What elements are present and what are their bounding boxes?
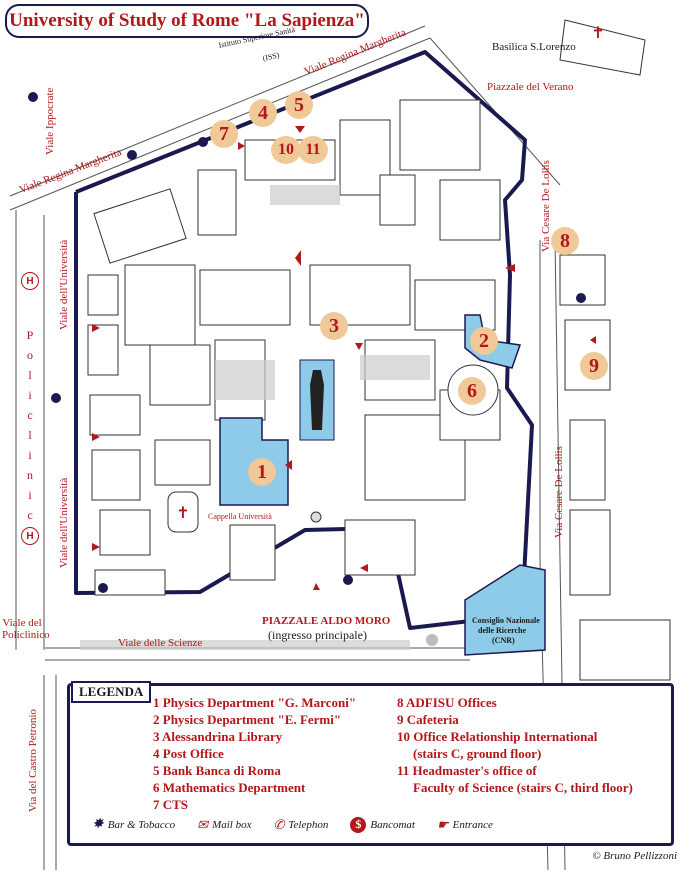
cnr-building: [464, 564, 546, 656]
entrance-label: Entrance: [452, 818, 493, 831]
legend-item-9: 9 Cafeteria: [397, 712, 459, 727]
viale-scienze-label: Viale delle Scienze: [118, 637, 203, 649]
universita-upper-label: Viale dell'Università: [58, 239, 70, 330]
legend-symbols: ✸ Bar & Tobacco ✉ Mail box ✆ Telephon $ …: [92, 816, 493, 833]
legend-right-column: 8 ADFISU Offices 9 Cafeteria 10 Office R…: [397, 694, 633, 796]
basilica-label: Basilica S.Lorenzo: [492, 41, 576, 53]
marker-8[interactable]: 8: [551, 227, 579, 255]
map-title: University of Study of Rome "La Sapienza…: [5, 4, 369, 38]
legend-left-column: 1 Physics Department "G. Marconi" 2 Phys…: [153, 694, 356, 813]
legend-item-1: 1 Physics Department "G. Marconi": [153, 695, 357, 710]
marker-1[interactable]: 1: [248, 458, 276, 486]
legend-item-10: 10 Office Relationship International: [397, 729, 598, 744]
legend-item-3: 3 Alessandrina Library: [153, 729, 283, 744]
legend-title: LEGENDA: [71, 681, 152, 703]
viale-policlinico-label: Viale del Policlinico: [2, 617, 50, 641]
ingresso-label: (ingresso principale): [268, 628, 367, 642]
castro-petronio-label: Via del Castro Petronio: [27, 709, 39, 812]
cesare-lower-label: Via Cesare De Lollis: [553, 446, 565, 538]
legend-item-8: 8 ADFISU Offices: [397, 695, 497, 710]
marker-2[interactable]: 2: [470, 327, 498, 355]
marker-3[interactable]: 3: [320, 312, 348, 340]
cnr-label-2: delle Ricerche: [478, 626, 527, 635]
legend-item-6: 6 Mathematics Department: [153, 780, 306, 795]
piazzale-aldo-moro-label: PIAZZALE ALDO MORO: [262, 615, 391, 627]
marker-11[interactable]: 11: [298, 136, 328, 164]
bar-tobacco-icon: ✸: [92, 817, 104, 832]
piazzale-verano-label: Piazzale del Verano: [487, 81, 574, 93]
legend-item-10-detail: (stairs C, ground floor): [413, 746, 542, 761]
legend-item-5: 5 Bank Banca di Roma: [153, 763, 281, 778]
hospital-icon: H: [21, 272, 39, 290]
svg-text:✝: ✝: [591, 25, 604, 42]
credit: © Bruno Pellizzoni: [592, 850, 677, 862]
marker-6[interactable]: 6: [458, 377, 486, 405]
telephone-icon: ✆: [273, 816, 285, 832]
legend-item-7: 7 CTS: [153, 797, 189, 812]
ippocrate-label: Viale Ippocrate: [44, 87, 56, 155]
mailbox-label: Mail box: [212, 818, 252, 831]
cnr-label-3: (CNR): [492, 636, 515, 645]
marker-9[interactable]: 9: [580, 352, 608, 380]
marker-4[interactable]: 4: [249, 99, 277, 127]
entrance-markers: [92, 126, 596, 590]
legend-item-11-detail: Faculty of Science (stairs C, third floo…: [413, 780, 633, 795]
legend-item-11: 11 Headmaster's office of: [397, 763, 537, 778]
legend-item-4: 4 Post Office: [153, 746, 224, 761]
mailbox-icon: ✉: [197, 816, 209, 832]
marker-5[interactable]: 5: [285, 91, 313, 119]
bancomat-icon: $: [350, 816, 367, 833]
marker-7[interactable]: 7: [210, 120, 238, 148]
cnr-label-1: Consiglio Nazionale: [472, 616, 540, 625]
bancomat-label: Bancomat: [370, 818, 415, 831]
universita-lower-label: Viale dell'Università: [58, 477, 70, 568]
hospital-icon: H: [21, 527, 39, 545]
policlinico-label: Policlinico: [26, 328, 34, 542]
telephone-label: Telephon: [288, 818, 329, 831]
legend-item-2: 2 Physics Department "E. Fermi": [153, 712, 342, 727]
bar-tobacco-markers: [28, 92, 586, 593]
svg-text:✝: ✝: [176, 505, 189, 522]
bar-tobacco-label: Bar & Tobacco: [107, 818, 176, 831]
legend-box: [67, 683, 674, 846]
cappella-label: Cappella Università: [208, 512, 272, 521]
entrance-icon: ☛: [436, 816, 449, 832]
marker-10[interactable]: 10: [271, 136, 301, 164]
